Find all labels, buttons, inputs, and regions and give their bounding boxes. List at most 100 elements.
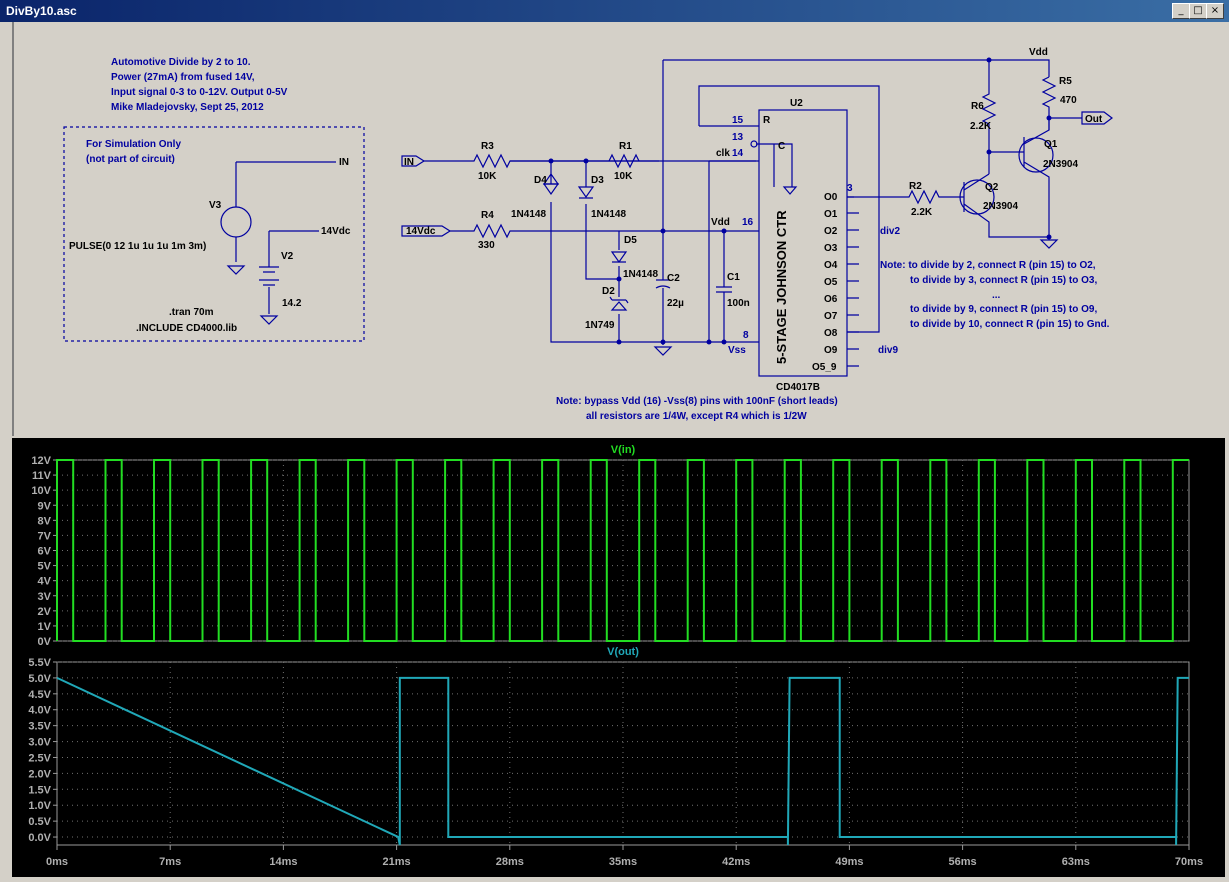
y-tick-label: 6V [38, 546, 52, 558]
out-o9: O9 [824, 345, 838, 356]
y-tick-label: 0V [38, 636, 52, 648]
x-tick-label: 7ms [159, 856, 181, 868]
x-tick-label: 49ms [835, 856, 863, 868]
y-tick-label: 1.5V [28, 784, 51, 796]
r2-label: R2 [909, 181, 922, 192]
window-right-edge [1225, 22, 1229, 877]
y-tick-label: 11V [32, 470, 52, 482]
vout-plot-title: V(out) [607, 646, 639, 658]
y-tick-label: 5.5V [28, 657, 51, 669]
y-tick-label: 1.0V [28, 800, 51, 812]
out-o8: O8 [824, 328, 838, 339]
vin-trace [56, 459, 1189, 642]
simulation-box [63, 126, 365, 342]
header-line-2: Power (27mA) from fused 14V, [111, 72, 255, 83]
out-o3: O3 [824, 243, 838, 254]
minimize-button[interactable]: _ [1172, 3, 1190, 19]
y-tick-label: 9V [38, 500, 52, 512]
pin-c-label: C [778, 141, 785, 152]
bypass-note-2: all resistors are 1/4W, except R4 which … [586, 411, 807, 422]
note-line-5: to divide by 10, connect R (pin 15) to G… [910, 319, 1110, 330]
cd4017-chip [758, 109, 848, 377]
note-line-1: Note: to divide by 2, connect R (pin 15)… [880, 260, 1096, 271]
out-o5: O5 [824, 277, 838, 288]
v3-label: V3 [209, 200, 222, 211]
in-port-label: IN [404, 157, 414, 168]
q2-label: Q2 [985, 182, 999, 193]
out-o7: O7 [824, 311, 838, 322]
pin16-label: 16 [742, 217, 754, 228]
r3-label: R3 [481, 141, 494, 152]
vdc-port-label: 14Vdc [406, 226, 436, 237]
ic-name-label: 5-STAGE JOHNSON CTR [774, 210, 789, 364]
vdd-top-label: Vdd [1029, 47, 1048, 58]
x-tick-label: 70ms [1175, 856, 1203, 868]
r5-value: 470 [1060, 95, 1077, 106]
r6-value: 2.2K [970, 121, 992, 132]
r1-value: 10K [614, 171, 633, 182]
vout-trace [56, 676, 1189, 846]
div2-label: div2 [880, 226, 900, 237]
out-o6: O6 [824, 294, 838, 305]
r4-label: R4 [481, 210, 494, 221]
note-line-3: ... [992, 290, 1001, 301]
x-tick-label: 56ms [949, 856, 977, 868]
vss-pin-label: Vss [728, 345, 746, 356]
y-tick-label: 3.5V [28, 721, 51, 733]
x-tick-label: 42ms [722, 856, 750, 868]
r2-value: 2.2K [911, 207, 933, 218]
header-line-3: Input signal 0-3 to 0-12V. Output 0-5V [111, 87, 288, 98]
window-titlebar[interactable]: DivBy10.asc _ □ × [0, 0, 1229, 22]
sim-note-2: (not part of circuit) [86, 154, 175, 165]
v2-label: V2 [281, 251, 294, 262]
out-o0: O0 [824, 192, 838, 203]
in-net-label: IN [339, 157, 349, 168]
y-tick-label: 4V [38, 576, 52, 588]
out-port-label: Out [1085, 114, 1103, 125]
x-tick-label: 28ms [496, 856, 524, 868]
y-tick-label: 1V [38, 621, 52, 633]
include-directive: .INCLUDE CD4000.lib [136, 323, 237, 334]
maximize-button[interactable]: □ [1189, 3, 1207, 19]
close-button[interactable]: × [1206, 3, 1224, 19]
schematic-pane[interactable]: Automotive Divide by 2 to 10. Power (27m… [12, 22, 1227, 436]
note-line-2: to divide by 3, connect R (pin 15) to O3… [910, 275, 1097, 286]
d5-value: 1N4148 [623, 269, 658, 280]
y-tick-label: 4.5V [28, 689, 51, 701]
r3-value: 10K [478, 171, 497, 182]
y-tick-label: 2.5V [28, 752, 51, 764]
d5-label: D5 [624, 235, 637, 246]
v2-value: 14.2 [282, 298, 302, 309]
note-line-4: to divide by 9, connect R (pin 15) to O9… [910, 304, 1097, 315]
pin-r-label: R [763, 115, 771, 126]
div9-label: div9 [878, 345, 898, 356]
r1-label: R1 [619, 141, 632, 152]
waveform-canvas[interactable]: V(in) V(out) 12V11V10V9V8V7V6V5V4V3V2V1V… [12, 438, 1225, 877]
vdd-pin-label: Vdd [711, 217, 730, 228]
tran-directive: .tran 70m [169, 307, 214, 318]
out-o4: O4 [824, 260, 838, 271]
sim-note-1: For Simulation Only [86, 139, 181, 150]
c2-value: 22µ [667, 298, 684, 309]
bypass-note-1: Note: bypass Vdd (16) -Vss(8) pins with … [556, 396, 838, 407]
d3-value: 1N4148 [591, 209, 626, 220]
c2-label: C2 [667, 273, 680, 284]
clk-label: clk [716, 148, 730, 159]
q1-label: Q1 [1044, 139, 1058, 150]
schematic-canvas[interactable]: Automotive Divide by 2 to 10. Power (27m… [14, 22, 1227, 436]
out-o1: O1 [824, 209, 838, 220]
d2-label: D2 [602, 286, 615, 297]
y-tick-label: 4.0V [28, 705, 51, 717]
out-o2: O2 [824, 226, 838, 237]
y-tick-label: 12V [31, 455, 51, 467]
x-tick-label: 35ms [609, 856, 637, 868]
window-title: DivBy10.asc [6, 4, 77, 18]
r5-label: R5 [1059, 76, 1072, 87]
r6-label: R6 [971, 101, 984, 112]
v3-source-icon [220, 206, 252, 238]
y-tick-label: 0.0V [28, 832, 51, 844]
q1-value: 2N3904 [1043, 159, 1078, 170]
pin13-label: 13 [732, 132, 744, 143]
header-line-4: Mike Mladejovsky, Sept 25, 2012 [111, 102, 264, 113]
